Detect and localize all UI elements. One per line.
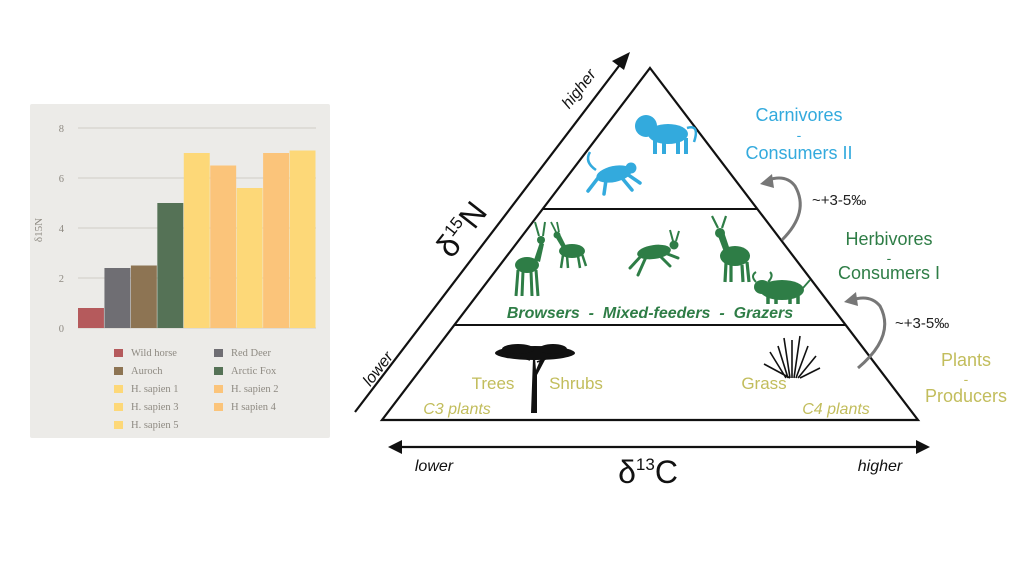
y-tick-label: 2 [59,274,64,285]
legend-swatch [214,403,223,411]
bar-auroch [130,265,157,328]
carnivores-dash: - [797,127,802,143]
legend-item: Auroch [114,366,163,377]
carnivores-label: Carnivores [755,105,842,125]
n-axis-title: δ15N [429,195,494,264]
c-superscript: 13 [636,455,655,474]
c-axis-low-label: lower [415,458,454,475]
n-axis-arrowhead [612,52,630,70]
deer-icon [711,215,751,283]
legend-swatch [114,421,123,429]
legend-swatch [214,349,223,357]
legend-label: Red Deer [231,348,271,359]
gazelle-icon [550,221,588,269]
legend-label: Wild horse [131,348,177,359]
grass-label: Grass [741,374,786,393]
bar-wild-horse [78,308,104,328]
legend-swatch [114,385,123,393]
acacia-tree-icon [495,344,575,413]
enrichment-arrowhead-lower [844,292,858,306]
legend-item: H. sapien 2 [214,384,279,395]
enrichment-arrowhead-upper [760,174,774,188]
legend-label: H sapien 4 [231,402,276,413]
bar-h-sapien-5 [289,150,316,328]
delta-symbol-c: δ [618,454,636,490]
legend-item: Red Deer [214,348,271,359]
leaping-impala-icon [628,229,680,277]
c-axis-arrowhead-right [916,440,930,454]
trophic-pyramid-diagram: lower higher δ15N lower higher δ13C [354,52,1007,490]
consumers-ii-label: Consumers II [745,143,852,163]
enrichment-label-lower: ~+3-5‰ [895,315,949,332]
legend-item: Wild horse [114,348,177,359]
y-axis-label: δ15N [33,218,45,242]
legend-label: Auroch [131,366,163,377]
enrichment-label-upper: ~+3-5‰ [812,192,866,209]
bar-h-sapien-1 [183,153,210,328]
bar-arctic-fox [157,203,184,328]
antelope-icon-1 [514,221,546,297]
legend-swatch [114,349,123,357]
legend-label: H. sapien 3 [131,402,179,413]
grass-tuft-icon [763,335,821,379]
legend-label: H. sapien 5 [131,420,179,431]
legend-swatch [214,367,223,375]
n-axis-high-label: higher [559,66,600,112]
producers-label: Producers [925,386,1007,406]
plants-dash: - [964,371,969,387]
cheetah-icon [586,151,642,196]
c-axis-arrowhead-left [388,440,402,454]
pyramid-outline [379,66,921,422]
trees-label: Trees [472,374,515,393]
consumers-i-label: Consumers I [838,263,940,283]
legend-swatch [114,367,123,375]
svg-text:δ15N: δ15N [429,195,494,264]
shrubs-label: Shrubs [549,374,603,393]
y-tick-label: 4 [59,224,65,235]
legend-swatch [214,385,223,393]
c4-plants-label: C4 plants [802,401,870,418]
y-tick-label: 6 [59,174,64,185]
c-element: C [655,454,678,490]
bars [78,150,316,328]
legend-item: H. sapien 5 [114,420,179,431]
lion-icon [635,115,698,154]
y-tick-label: 0 [59,324,64,335]
enrichment-arrow-lower [851,296,887,370]
legend-label: Arctic Fox [231,366,277,377]
herbivores-dash: - [887,250,892,266]
c-axis-high-label: higher [858,458,903,475]
c3-plants-label: C3 plants [423,401,491,418]
bar-h-sapien-2 [210,165,237,328]
herbivore-types-caption: Browsers - Mixed-feeders - Grazers [507,305,793,322]
legend-label: H. sapien 1 [131,384,179,395]
legend-swatch [114,403,123,411]
legend-item: Arctic Fox [214,366,276,377]
n-axis-low-label: lower [360,348,397,389]
enrichment-arrow-upper [767,176,802,242]
herbivores-label: Herbivores [845,229,932,249]
buffalo-icon [752,271,811,304]
bar-h-sapien-4 [263,153,290,328]
plants-label: Plants [941,350,991,370]
legend-item: H. sapien 3 [114,402,179,413]
y-tick-labels: 0 2 4 6 8 [59,124,65,335]
legend-item: H sapien 4 [214,402,276,413]
bar-h-sapien-3 [236,188,263,328]
bar-red-deer [104,268,131,328]
c-axis-title: δ13C [618,454,678,490]
legend-label: H. sapien 2 [231,384,279,395]
bar-chart: δ15N 0 2 4 6 8 [33,124,316,335]
y-tick-label: 8 [59,124,64,135]
legend-item: H. sapien 1 [114,384,179,395]
n-axis-line [354,61,623,413]
